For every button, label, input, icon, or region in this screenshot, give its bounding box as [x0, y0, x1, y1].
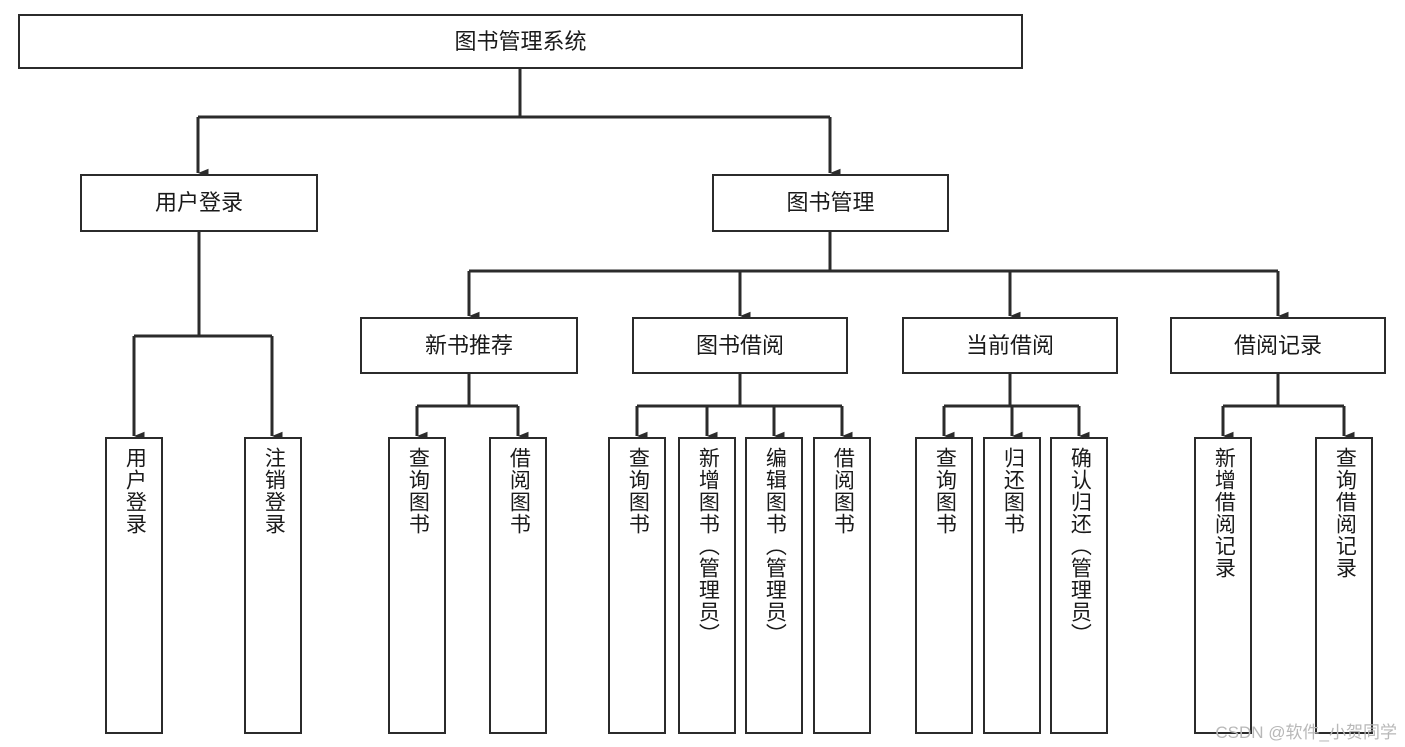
node-label: 当前借阅 — [965, 332, 1054, 358]
node-label: 借阅图书 — [507, 447, 531, 535]
node-label: 注销登录 — [262, 447, 286, 535]
node-leaf-user-logout[interactable]: 注销登录 — [244, 437, 302, 734]
node-label: 查询图书 — [933, 447, 957, 535]
node-label: 查询图书 — [406, 447, 430, 535]
node-leaf-rec-query[interactable]: 查询图书 — [388, 437, 446, 734]
node-label: 借阅记录 — [1233, 332, 1322, 358]
node-leaf-book-borrow[interactable]: 借阅图书 — [813, 437, 871, 734]
node-leaf-cur-confirm[interactable]: 确认归还（管理员） — [1050, 437, 1108, 734]
node-leaf-borrow-query[interactable]: 查询图书 — [608, 437, 666, 734]
node-leaf-user-login[interactable]: 用户登录 — [105, 437, 163, 734]
node-label: 查询图书 — [626, 447, 650, 535]
node-label: 图书管理系统 — [454, 28, 587, 54]
node-book-manage[interactable]: 图书管理 — [712, 174, 949, 232]
node-leaf-book-add[interactable]: 新增图书（管理员） — [678, 437, 736, 734]
node-label: 归还图书 — [1001, 447, 1025, 535]
node-label: 确认归还（管理员） — [1068, 447, 1092, 645]
node-leaf-rec-borrow[interactable]: 借阅图书 — [489, 437, 547, 734]
node-label: 查询借阅记录 — [1333, 447, 1357, 579]
node-current-borrow[interactable]: 当前借阅 — [902, 317, 1118, 374]
node-book-borrow[interactable]: 图书借阅 — [632, 317, 848, 374]
node-label: 用户登录 — [154, 190, 243, 216]
node-user-login[interactable]: 用户登录 — [80, 174, 318, 232]
node-leaf-cur-query[interactable]: 查询图书 — [915, 437, 973, 734]
node-leaf-book-edit[interactable]: 编辑图书（管理员） — [745, 437, 803, 734]
node-label: 借阅图书 — [831, 447, 855, 535]
node-label: 用户登录 — [123, 447, 147, 535]
node-leaf-cur-return[interactable]: 归还图书 — [983, 437, 1041, 734]
node-label: 新增图书（管理员） — [696, 447, 720, 645]
node-label: 新书推荐 — [424, 332, 513, 358]
node-label: 编辑图书（管理员） — [763, 447, 787, 645]
node-new-book-rec[interactable]: 新书推荐 — [360, 317, 578, 374]
node-label: 图书借阅 — [695, 332, 784, 358]
node-label: 图书管理 — [786, 190, 875, 216]
node-leaf-rec-add[interactable]: 新增借阅记录 — [1194, 437, 1252, 734]
node-label: 新增借阅记录 — [1212, 447, 1236, 579]
node-root[interactable]: 图书管理系统 — [18, 14, 1023, 69]
node-borrow-record[interactable]: 借阅记录 — [1170, 317, 1386, 374]
node-leaf-rec-query2[interactable]: 查询借阅记录 — [1315, 437, 1373, 734]
